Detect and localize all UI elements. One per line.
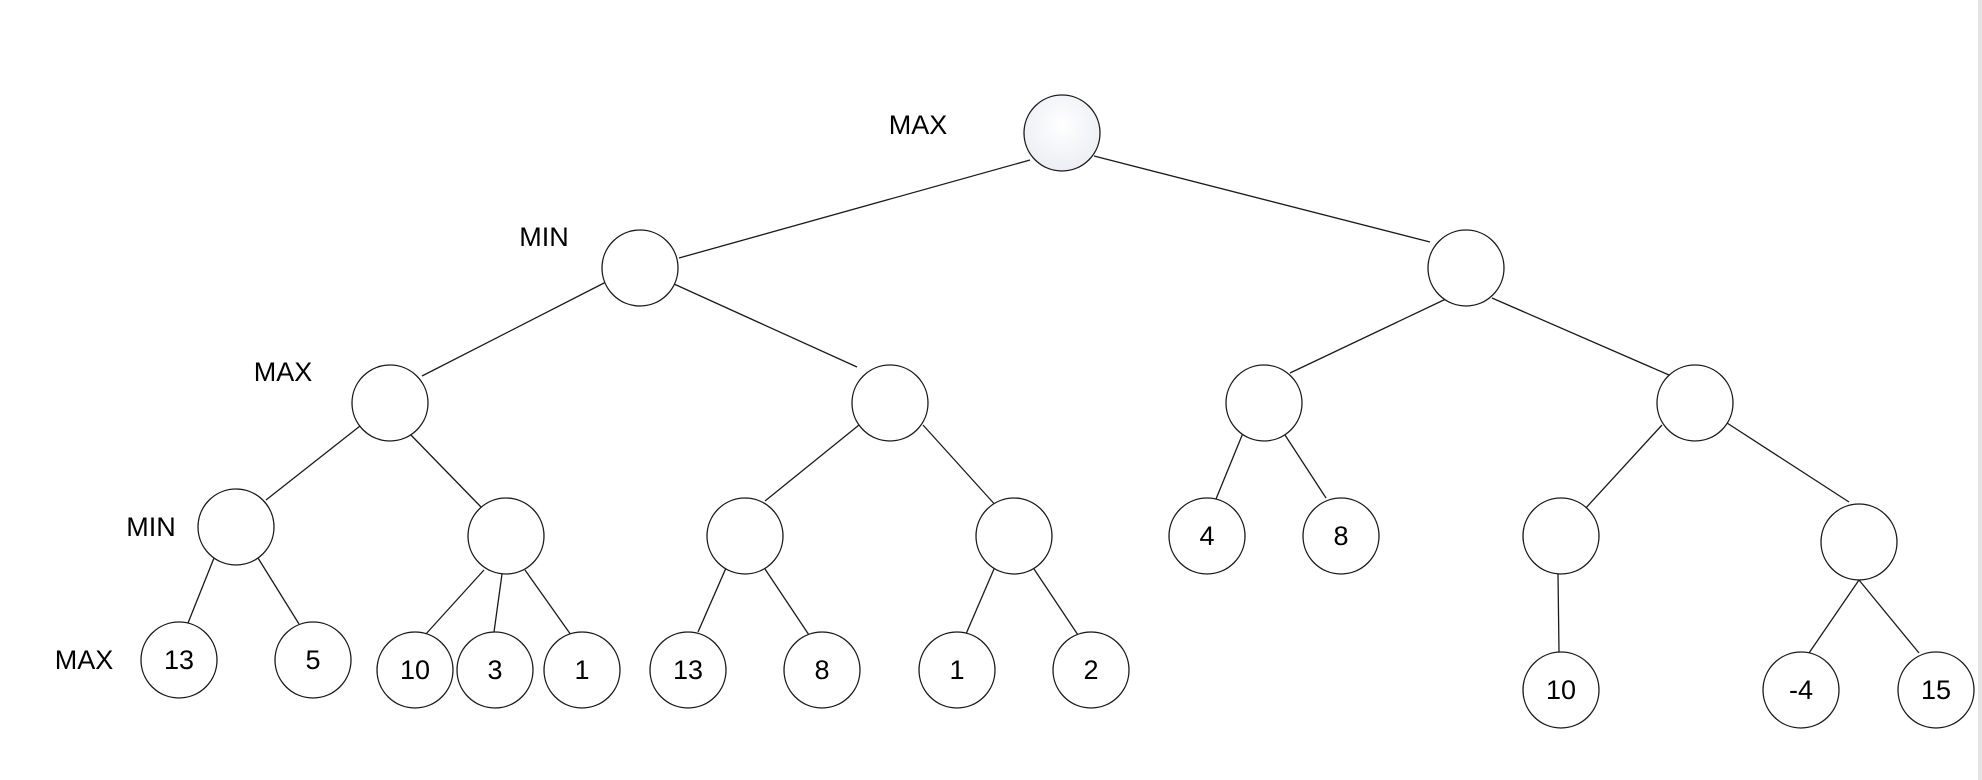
leaf-node — [783, 631, 861, 709]
leaf-value: 4 — [1199, 521, 1214, 551]
edge — [1583, 424, 1663, 511]
leaf-value: 13 — [164, 645, 194, 675]
leaf-node — [1052, 631, 1130, 709]
edge — [673, 283, 858, 368]
leaf-value: 10 — [1546, 675, 1576, 705]
level-labels: MAX MIN MAX MIN MAX — [55, 110, 948, 675]
edge — [1215, 432, 1244, 500]
leaf-node — [376, 631, 454, 709]
edge — [922, 424, 999, 509]
leaf-value: 8 — [1333, 521, 1348, 551]
leaf-node — [543, 631, 621, 709]
level-label-min: MIN — [126, 512, 176, 542]
leaf-node — [918, 631, 996, 709]
tree-node — [197, 488, 275, 566]
tree-node — [1225, 364, 1303, 442]
leaf-value: 5 — [305, 645, 320, 675]
edge — [1491, 297, 1670, 376]
edge — [187, 557, 215, 624]
tree-node — [706, 497, 784, 575]
leaf-value: 3 — [487, 655, 502, 685]
tree-node — [851, 364, 929, 442]
edge — [764, 424, 860, 502]
internal-nodes — [197, 94, 1898, 581]
edge — [1033, 568, 1079, 636]
level-label-max: MAX — [55, 645, 114, 675]
leaf-value: 1 — [574, 655, 589, 685]
leaf-value: 13 — [673, 655, 703, 685]
edge — [1557, 573, 1560, 653]
edge — [407, 431, 482, 508]
edge — [524, 569, 572, 636]
level-label-min: MIN — [519, 222, 569, 252]
tree-node — [1656, 364, 1734, 442]
edge — [265, 425, 361, 501]
level-label-max: MAX — [254, 357, 313, 387]
leaf-value: 8 — [814, 655, 829, 685]
leaf-node — [274, 621, 352, 699]
tree-node — [1522, 497, 1600, 575]
leaf-node — [456, 631, 534, 709]
window-edge — [1978, 0, 1982, 780]
edge — [257, 557, 300, 625]
tree-node — [351, 364, 429, 442]
leaf-value: 1 — [949, 655, 964, 685]
edge — [1289, 297, 1449, 374]
edge — [493, 573, 503, 633]
leaf-node — [1897, 651, 1975, 729]
leaf-node — [649, 631, 727, 709]
tree-edges — [187, 155, 1920, 654]
edge — [678, 159, 1031, 259]
leaf-node — [1302, 497, 1380, 575]
leaf-nodes: 4 8 13 5 10 3 1 13 8 1 2 10 -4 15 — [140, 497, 1975, 729]
tree-node — [601, 229, 679, 307]
leaf-value: -4 — [1789, 675, 1813, 705]
leaf-node — [1168, 497, 1246, 575]
tree-node — [467, 497, 545, 575]
edge — [424, 569, 485, 636]
edge — [697, 567, 727, 633]
root-node — [1023, 94, 1101, 172]
leaf-value: 15 — [1921, 675, 1951, 705]
tree-node — [1820, 503, 1898, 581]
edge — [1284, 434, 1327, 499]
tree-node — [975, 497, 1053, 575]
leaf-node — [1522, 651, 1600, 729]
leaf-node — [140, 621, 218, 699]
edge — [1726, 422, 1850, 503]
edge — [1093, 155, 1431, 243]
edge — [764, 568, 810, 636]
edge — [965, 568, 995, 635]
leaf-value: 2 — [1083, 655, 1098, 685]
leaf-value: 10 — [400, 655, 430, 685]
edge — [1808, 579, 1860, 654]
leaf-node — [1762, 651, 1840, 729]
edge — [1858, 579, 1920, 654]
tree-node — [1427, 229, 1505, 307]
level-label-max: MAX — [889, 110, 948, 140]
edge — [421, 281, 607, 377]
